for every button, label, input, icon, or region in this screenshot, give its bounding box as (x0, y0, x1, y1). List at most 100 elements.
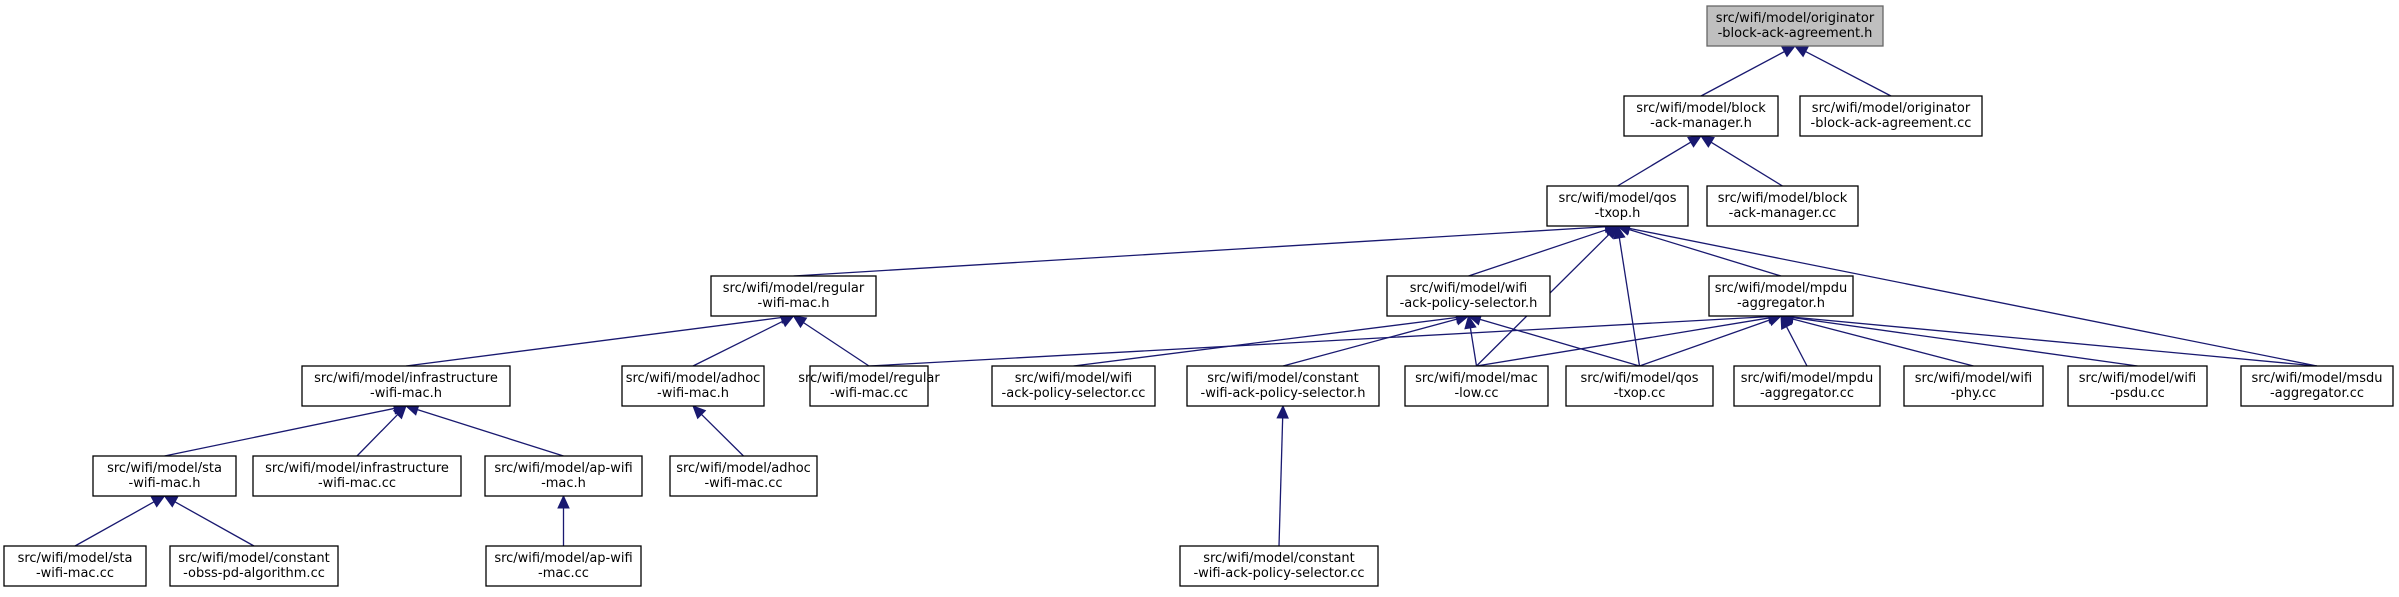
node-label-line: -wifi-ack-policy-selector.cc (1193, 566, 1364, 581)
node-oba-cc[interactable]: src/wifi/model/originator-block-ack-agre… (1799, 95, 1983, 137)
node-mpdu-h[interactable]: src/wifi/model/mpdu-aggregator.h (1708, 275, 1854, 317)
edge-msdu_cc-to-mpdu_h (1792, 316, 2318, 367)
node-qos-h[interactable]: src/wifi/model/qos-txop.h (1546, 185, 1689, 227)
node-box (484, 455, 643, 497)
node-cwaps-cc[interactable]: src/wifi/model/constant-wifi-ack-policy-… (1179, 545, 1379, 587)
edges-layer (74, 45, 2318, 547)
node-label-line: -aggregator.h (1737, 296, 1825, 311)
edge-cwaps_cc-to-cwaps_h (1278, 417, 1284, 547)
node-box (1706, 185, 1859, 227)
arrowhead (392, 405, 407, 420)
edge-reg_h-to-qos_h (793, 226, 1606, 277)
node-label-line: -wifi-mac.h (758, 296, 830, 311)
edge-sta_h-to-infra_h (164, 407, 395, 457)
edge-cwaps_h-to-waps_h (1282, 318, 1458, 367)
edge-waps_cc-to-waps_h (1073, 316, 1457, 367)
node-label-line: src/wifi/model/constant (178, 551, 330, 566)
edge-reg_cc-to-reg_h (803, 322, 870, 367)
node-ap-cc[interactable]: src/wifi/model/ap-wifi-mac.cc (485, 545, 642, 587)
node-label-line: src/wifi/model/infrastructure (314, 371, 498, 386)
node-box (1565, 365, 1714, 407)
node-label-line: src/wifi/model/originator (1716, 11, 1875, 26)
node-box (710, 275, 877, 317)
node-label-line: -ack-policy-selector.cc (1002, 386, 1146, 401)
node-phy-cc[interactable]: src/wifi/model/wifi-phy.cc (1903, 365, 2044, 407)
node-box (1546, 185, 1689, 227)
node-label-line: -wifi-mac.h (657, 386, 729, 401)
node-box (1179, 545, 1379, 587)
node-maclow-cc[interactable]: src/wifi/model/mac-low.cc (1404, 365, 1549, 407)
node-reg-h[interactable]: src/wifi/model/regular-wifi-mac.h (710, 275, 877, 317)
edge-maclow_cc-to-waps_h (1469, 327, 1478, 367)
node-oba-h[interactable]: src/wifi/model/originator-block-ack-agre… (1706, 5, 1884, 47)
node-obss-cc[interactable]: src/wifi/model/constant-obss-pd-algorith… (169, 545, 339, 587)
node-label-line: src/wifi/model/wifi (1015, 371, 1132, 386)
arrowhead (1781, 45, 1797, 58)
node-label-line: -wifi-mac.h (370, 386, 442, 401)
node-box (2240, 365, 2394, 407)
arrowhead (692, 405, 707, 420)
edge-adhoc_cc-to-adhoc_h (701, 413, 744, 457)
arrowhead (163, 495, 179, 508)
node-box (991, 365, 1156, 407)
nodes-layer: src/wifi/model/originator-block-ack-agre… (3, 5, 2394, 587)
edge-waps_h-to-qos_h (1468, 229, 1607, 277)
edge-infra_h-to-reg_h (405, 316, 782, 367)
node-label-line: src/wifi/model/mpdu (1715, 281, 1847, 296)
node-box (669, 455, 818, 497)
edge-mpdu_h-to-qos_h (1628, 228, 1782, 277)
node-adhoc-h[interactable]: src/wifi/model/adhoc-wifi-mac.h (621, 365, 765, 407)
node-waps-cc[interactable]: src/wifi/model/wifi-ack-policy-selector.… (991, 365, 1156, 407)
node-qos-cc[interactable]: src/wifi/model/qos-txop.cc (1565, 365, 1714, 407)
node-msdu-cc[interactable]: src/wifi/model/msdu-aggregator.cc (2240, 365, 2394, 407)
edge-ap_h-to-infra_h (417, 409, 564, 457)
node-box (1799, 95, 1983, 137)
node-adhoc-cc[interactable]: src/wifi/model/adhoc-wifi-mac.cc (669, 455, 818, 497)
node-cwaps-h[interactable]: src/wifi/model/constant-wifi-ack-policy-… (1186, 365, 1380, 407)
node-bam-h[interactable]: src/wifi/model/block-ack-manager.h (1623, 95, 1779, 137)
node-label-line: -block-ack-agreement.h (1718, 26, 1873, 41)
edge-maclow_cc-to-mpdu_h (1476, 317, 1770, 367)
arrowhead (1604, 225, 1619, 240)
node-label-line: src/wifi/model/wifi (2079, 371, 2196, 386)
node-label-line: -txop.cc (1614, 386, 1666, 401)
arrowhead (1276, 404, 1289, 419)
node-reg-cc[interactable]: src/wifi/model/regular-wifi-mac.cc (798, 365, 940, 407)
node-label-line: -phy.cc (1951, 386, 1996, 401)
node-label-line: -mac.h (541, 476, 586, 491)
node-label-line: src/wifi/model/mac (1415, 371, 1538, 386)
node-box (1186, 365, 1380, 407)
node-label-line: -wifi-mac.cc (36, 566, 114, 581)
node-box (2067, 365, 2208, 407)
node-box (92, 455, 237, 497)
arrowhead (1699, 135, 1715, 148)
node-label-line: src/wifi/model/mpdu (1741, 371, 1873, 386)
node-waps-h[interactable]: src/wifi/model/wifi-ack-policy-selector.… (1386, 275, 1551, 317)
node-label-line: -aggregator.cc (2270, 386, 2364, 401)
node-bam-cc[interactable]: src/wifi/model/block-ack-manager.cc (1706, 185, 1859, 227)
edge-mpdu_cc-to-mpdu_h (1785, 326, 1808, 367)
arrowhead (557, 494, 570, 509)
node-label-line: src/wifi/model/ap-wifi (494, 551, 632, 566)
node-label-line: -psdu.cc (2110, 386, 2165, 401)
node-label-line: -mac.cc (538, 566, 589, 581)
node-ap-h[interactable]: src/wifi/model/ap-wifi-mac.h (484, 455, 643, 497)
edge-reg_cc-to-mpdu_h (868, 316, 1770, 367)
node-infra-cc[interactable]: src/wifi/model/infrastructure-wifi-mac.c… (252, 455, 462, 497)
node-label-line: src/wifi/model/msdu (2252, 371, 2383, 386)
node-label-line: -ack-policy-selector.h (1400, 296, 1538, 311)
edge-sta_cc-to-sta_h (74, 501, 155, 547)
node-sta-cc[interactable]: src/wifi/model/sta-wifi-mac.cc (3, 545, 147, 587)
node-psdu-cc[interactable]: src/wifi/model/wifi-psdu.cc (2067, 365, 2208, 407)
node-label-line: src/wifi/model/regular (723, 281, 865, 296)
node-mpdu-cc[interactable]: src/wifi/model/mpdu-aggregator.cc (1733, 365, 1881, 407)
edge-qos_h-to-bam_h (1617, 141, 1692, 187)
node-infra-h[interactable]: src/wifi/model/infrastructure-wifi-mac.h (301, 365, 511, 407)
edge-qos_cc-to-qos_h (1618, 237, 1641, 367)
arrowhead (150, 495, 166, 508)
edge-qos_cc-to-waps_h (1479, 318, 1640, 367)
node-sta-h[interactable]: src/wifi/model/sta-wifi-mac.h (92, 455, 237, 497)
arrowhead (779, 315, 795, 328)
node-label-line: -block-ack-agreement.cc (1811, 116, 1972, 131)
